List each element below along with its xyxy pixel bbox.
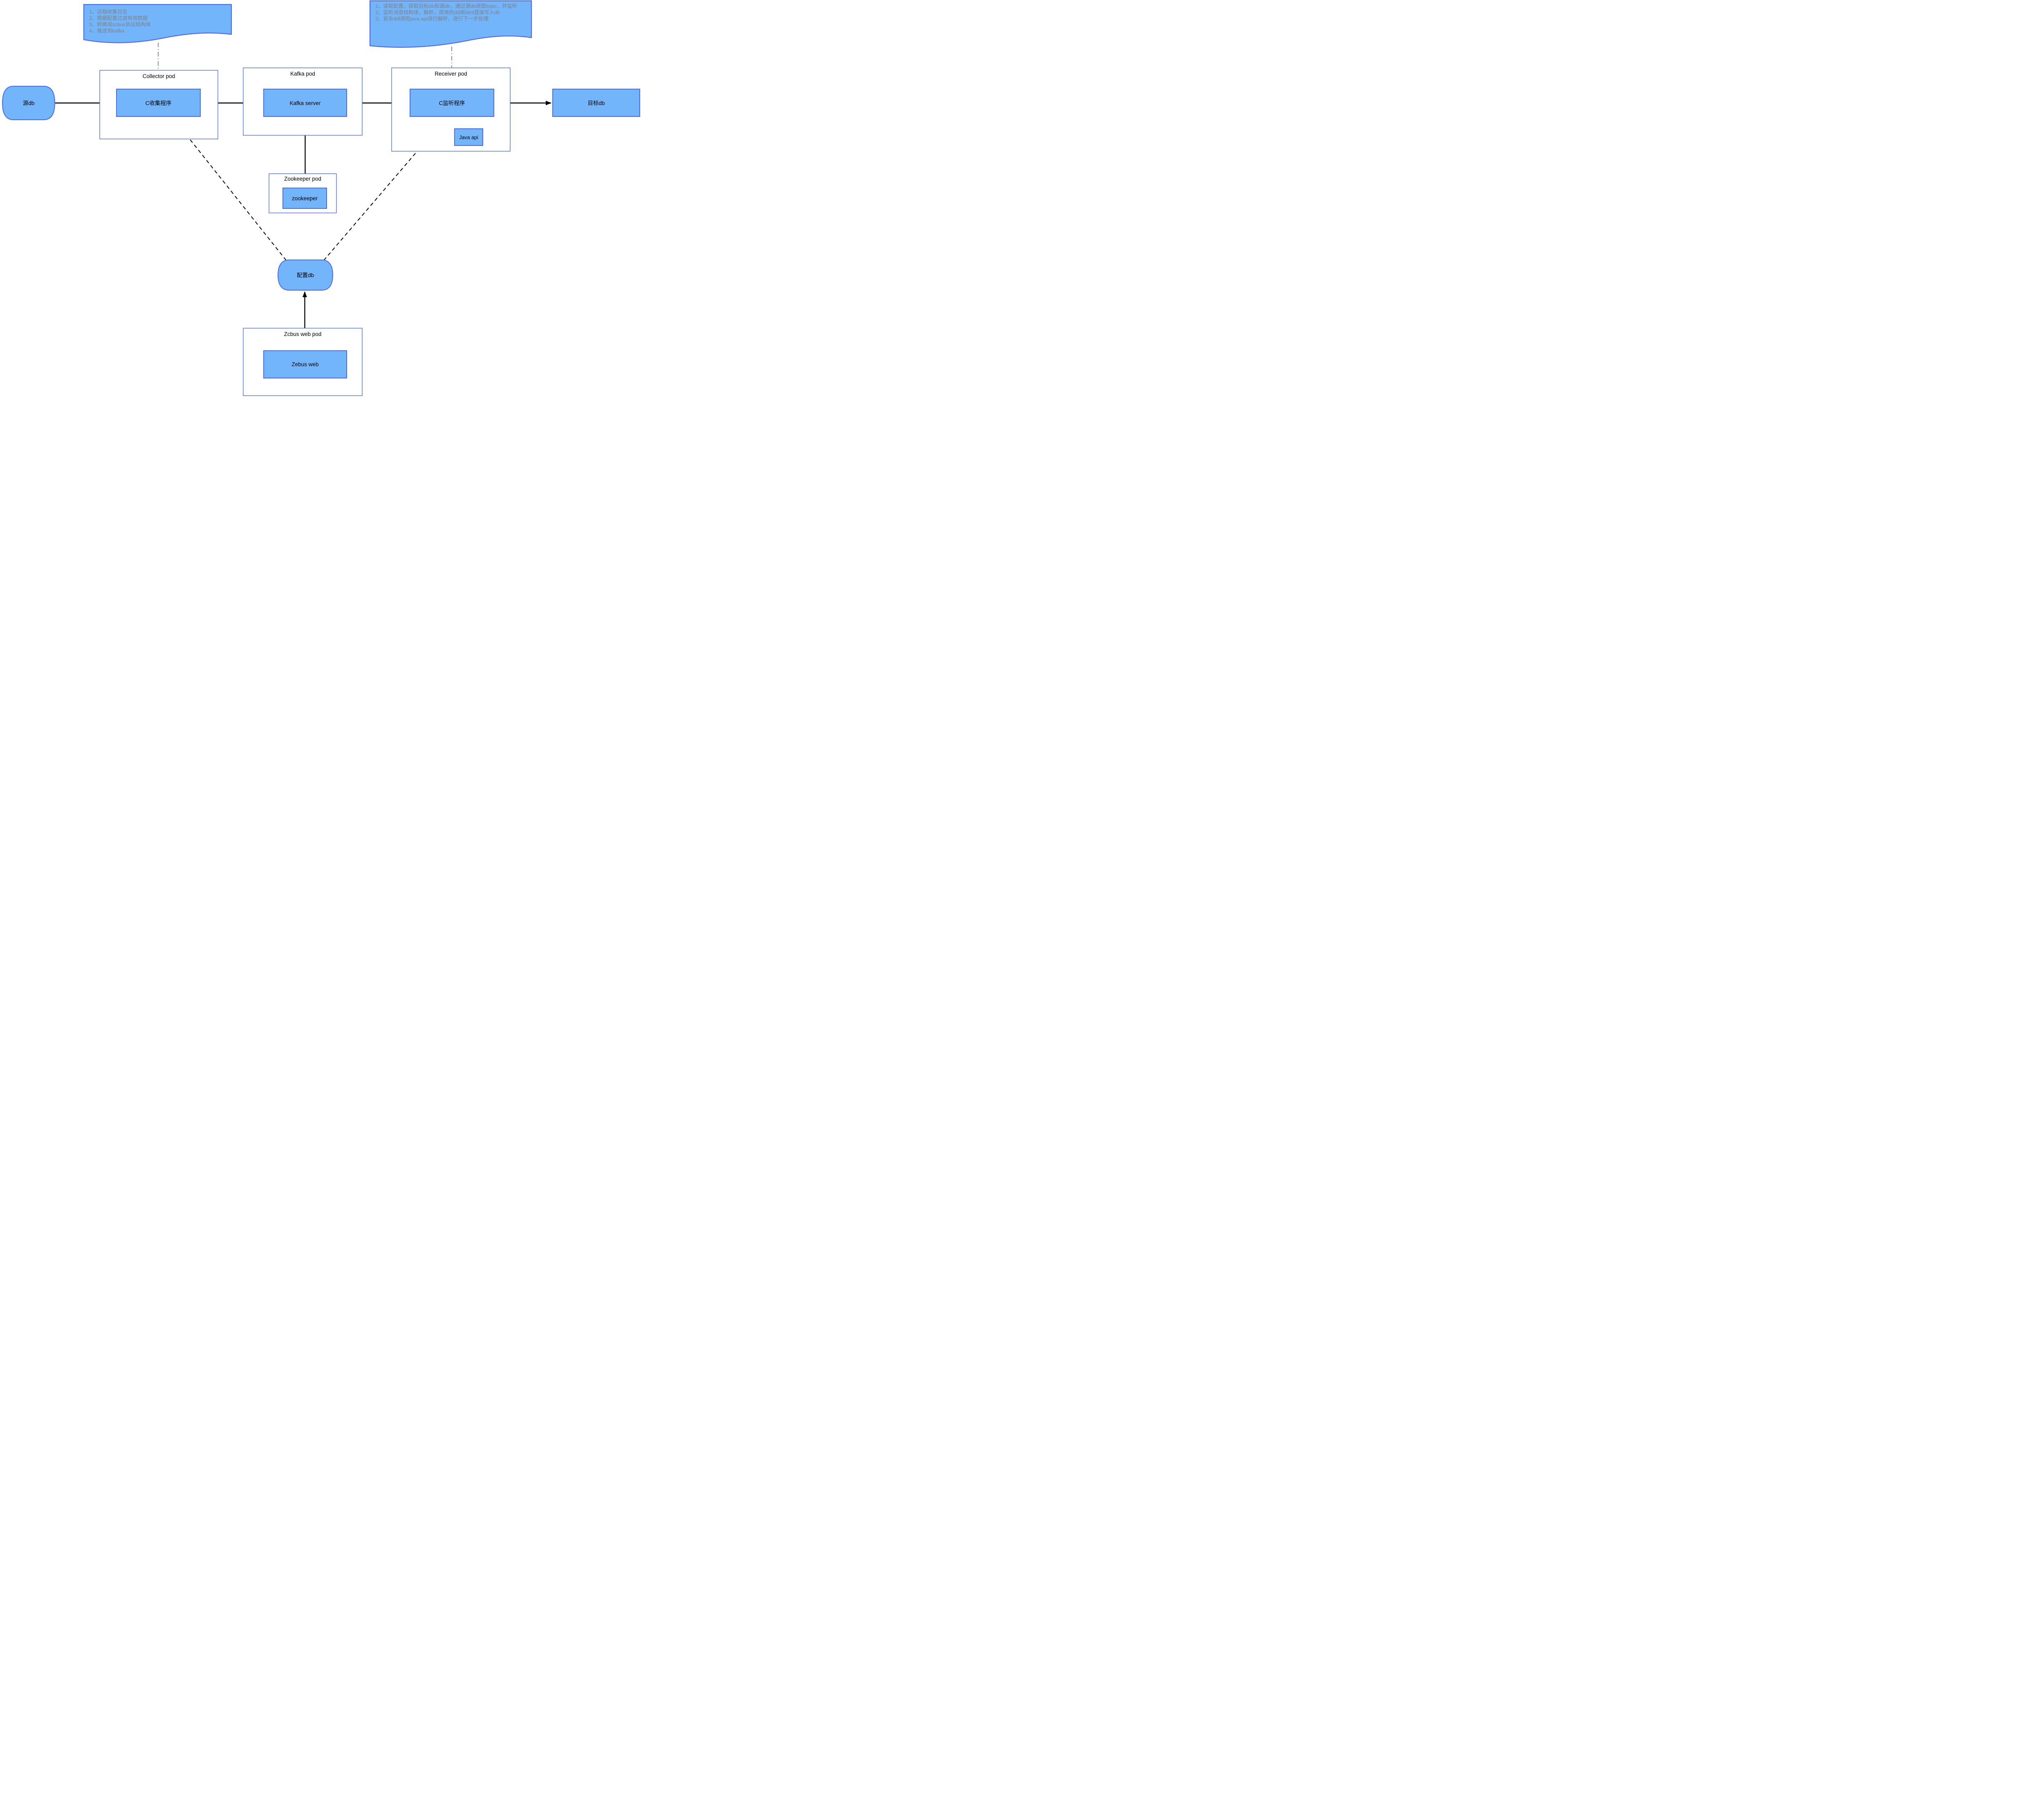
c-listener-shape — [410, 89, 494, 117]
c-collector-label: C收集程序 — [146, 100, 172, 106]
note-right[interactable]: 1、读取配置，获取目标db和源db，通过源db获取topic，并监听 2、监听消… — [369, 0, 532, 48]
config-db-node[interactable]: 配置db — [277, 260, 334, 291]
note-left-line: 1、远程收集日志 — [89, 9, 128, 15]
java-api-shape — [454, 128, 483, 146]
zebus-web-label: Zebus web — [291, 361, 318, 367]
diagram-canvas: 1、远程收集日志 2、根据配置过滤有效数据 3、转换成zcbus协议结构体 4、… — [0, 0, 641, 396]
target-db-node[interactable]: 目标db — [552, 89, 640, 117]
zookeeper-shape — [282, 188, 327, 209]
source-db-node[interactable]: 源db — [2, 86, 56, 120]
edge-configdb-to-collector[interactable] — [173, 118, 287, 261]
config-db-shape — [277, 260, 334, 291]
config-db-label: 配置db — [297, 272, 314, 278]
note-left-line: 2、根据配置过滤有效数据 — [89, 15, 148, 21]
java-api-label: Java api — [459, 135, 478, 141]
note-right-line: 3、复杂ddl调用java api进行解析，进行下一步处理 — [375, 16, 489, 22]
receiver-pod-label: Receiver pod — [435, 71, 467, 77]
note-left-line: 3、转换成zcbus协议结构体 — [89, 21, 151, 27]
kafka-server-node[interactable]: Kafka server — [263, 89, 347, 117]
zcbus-web-pod-label: Zcbus web pod — [284, 331, 322, 337]
target-db-shape — [552, 89, 640, 117]
target-db-label: 目标db — [587, 100, 605, 106]
note-left-shape — [83, 4, 232, 43]
collector-pod-label: Collector pod — [143, 73, 175, 79]
source-db-shape — [2, 86, 56, 120]
zookeeper-label: zookeeper — [292, 195, 318, 201]
note-left[interactable]: 1、远程收集日志 2、根据配置过滤有效数据 3、转换成zcbus协议结构体 4、… — [83, 4, 232, 43]
kafka-pod-label: Kafka pod — [290, 71, 315, 77]
java-api-node[interactable]: Java api — [454, 128, 483, 146]
zookeeper-pod-label: Zookeeper pod — [284, 176, 321, 182]
architecture-diagram: 1、远程收集日志 2、根据配置过滤有效数据 3、转换成zcbus协议结构体 4、… — [2, 0, 640, 396]
c-listener-label: C监听程序 — [439, 100, 465, 106]
c-collector-node[interactable]: C收集程序 — [116, 89, 201, 117]
note-right-shape — [369, 0, 532, 48]
zookeeper-node[interactable]: zookeeper — [282, 188, 327, 209]
kafka-server-label: Kafka server — [290, 100, 321, 106]
source-db-label: 源db — [23, 100, 35, 106]
note-right-line: 2、监听消息结构体，解析，简单的ddl和dml直接写入db — [375, 9, 500, 16]
zebus-web-shape — [263, 350, 347, 378]
edge-configdb-to-listener[interactable] — [323, 118, 446, 261]
note-left-line: 4、推送到kafka — [89, 28, 124, 34]
kafka-server-shape — [263, 89, 347, 117]
c-collector-shape — [116, 89, 201, 117]
c-listener-node[interactable]: C监听程序 — [410, 89, 494, 117]
note-right-line: 1、读取配置，获取目标db和源db，通过源db获取topic，并监听 — [375, 3, 517, 9]
zebus-web-node[interactable]: Zebus web — [263, 350, 347, 378]
